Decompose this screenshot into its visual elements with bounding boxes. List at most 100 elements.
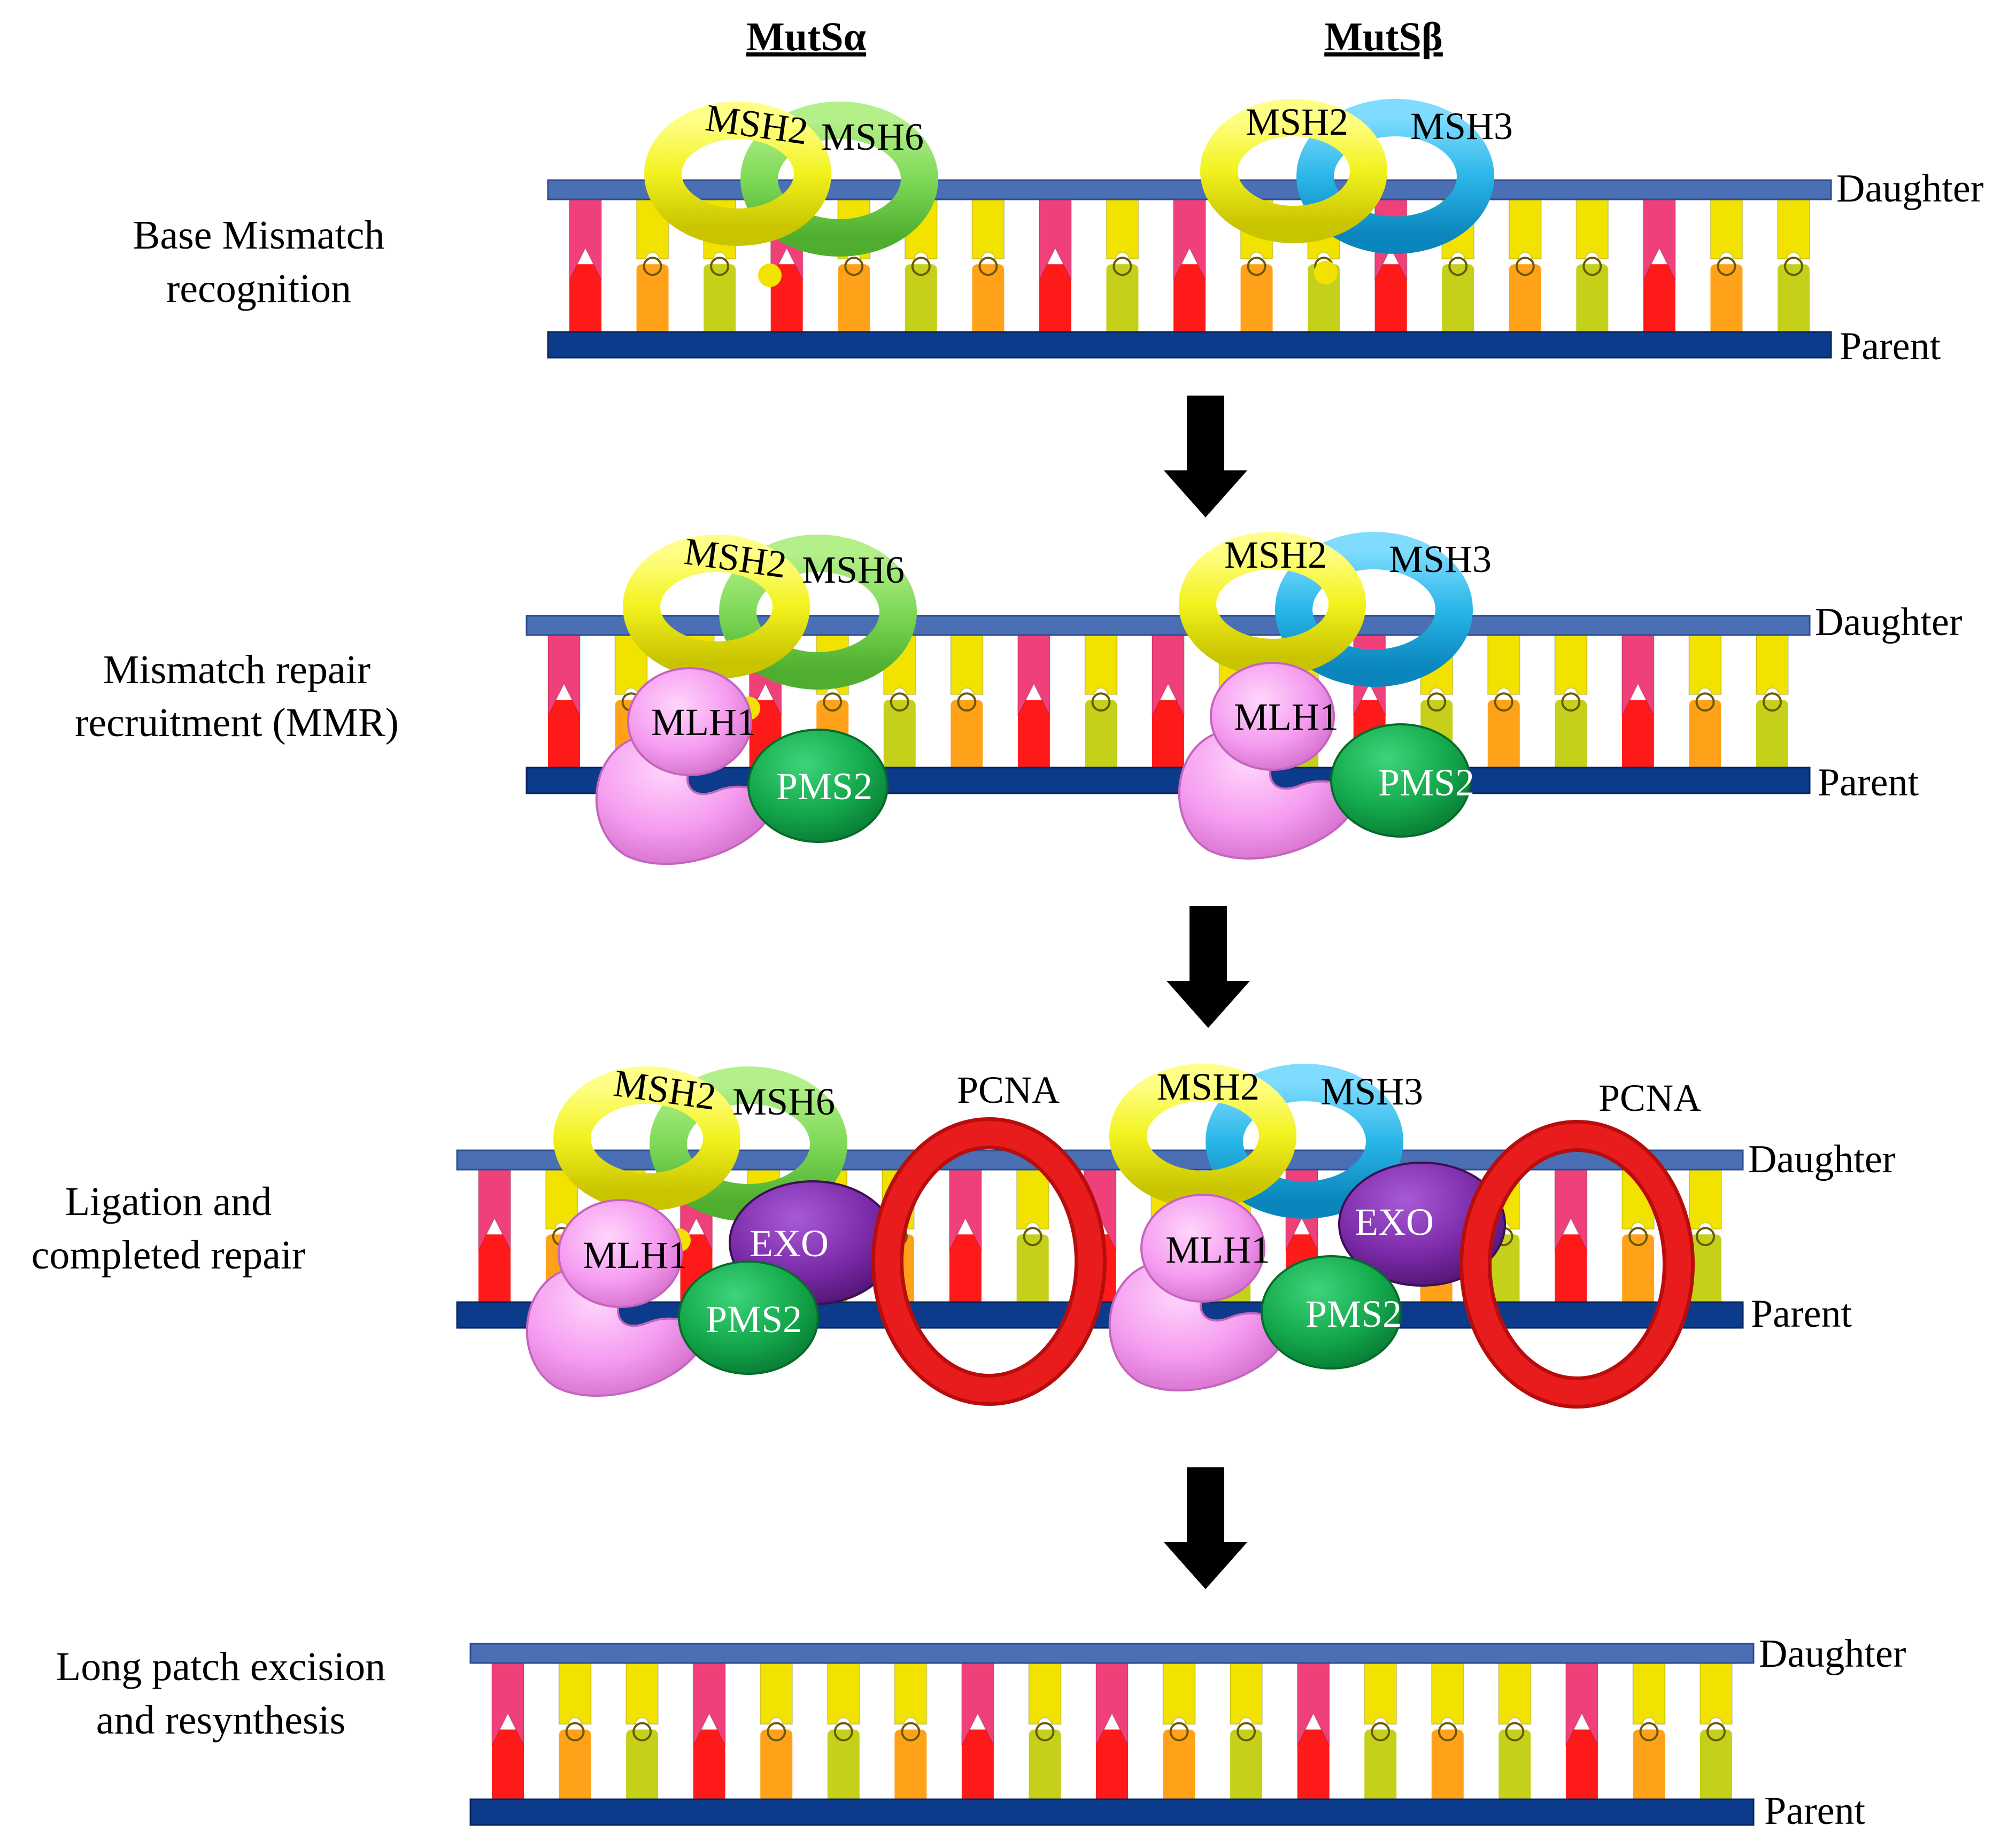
msh6-label: MSH6 [821,115,924,158]
parent-strand [547,331,1832,359]
base [1688,625,1722,695]
base-pair [1152,700,1184,780]
base-pair [905,264,937,345]
base-joint [767,1722,786,1742]
base-pair [1622,1234,1655,1315]
base-pair [827,1729,860,1812]
msh6-label: MSH6 [802,548,905,591]
mutS-complex [644,102,938,287]
base-joint [1515,257,1535,276]
pms2-body [1261,1255,1402,1370]
base [1554,625,1588,695]
msh3-subunit [1206,1064,1403,1219]
base-pair [1029,1729,1061,1812]
stage-2-label-line2: recruitment (MMR) [75,700,399,745]
base-joint [1639,1722,1659,1742]
base-joint [911,257,931,276]
base-pair [1308,264,1340,345]
base-pair [1633,1729,1665,1812]
base-joint [833,1722,853,1742]
base-joint [565,1722,585,1742]
base-pair [972,264,1005,345]
mlh1-head [1210,662,1335,771]
parent-label-2: Parent [1818,761,1919,805]
base [1508,189,1542,260]
base [950,625,984,695]
msh3-subunit [1275,532,1473,687]
base [1084,625,1118,695]
pcna-ring-body [875,1121,1103,1402]
base-pair [1565,1729,1598,1812]
mlh1-label: MLH1 [1234,695,1339,738]
base-pair [1085,700,1117,780]
base-joint [978,257,998,276]
base-joint [632,1722,652,1742]
base-joint [1582,257,1602,276]
base-pair [760,1729,793,1812]
base-pair [1230,1729,1263,1812]
msh2-label: MSH2 [1246,100,1348,143]
base-pair [1017,700,1050,780]
base-joint [1494,692,1513,712]
base [1498,1653,1532,1725]
msh3-label: MSH3 [1320,1070,1423,1113]
msh2-label: MSH2 [682,530,789,586]
base-pair [1621,700,1654,780]
base-joint [1695,692,1715,712]
base [1689,1159,1722,1230]
msh2-subunit [623,535,810,679]
base-joint [1628,1227,1648,1247]
pms2-label: PMS2 [776,765,872,808]
base [1431,1653,1464,1725]
base-pair [1297,1729,1330,1812]
mlh1-label: MLH1 [651,701,756,744]
base-pair [1487,700,1520,780]
mutL-complex [595,667,889,865]
msh2-subunit [553,1066,740,1211]
base-joint [1035,1722,1055,1742]
base-joint [1371,1722,1391,1742]
msh-knob [1314,261,1338,284]
base [1756,625,1789,695]
down-arrow-icon [1164,396,1247,517]
msh2-subunit [1200,99,1387,243]
mutsalpha-header: MutSα [746,14,866,59]
base-joint [1247,257,1266,276]
base-pair [1163,1729,1195,1812]
base-joint [901,1722,921,1742]
stage-3-label-line2: completed repair [32,1233,306,1278]
base-pair [1778,264,1810,345]
msh3-subunit [1296,99,1494,254]
base [1575,189,1609,260]
base-pair [1576,264,1609,345]
exo-label: EXO [1355,1201,1434,1243]
base-joint [1169,1722,1189,1742]
base-joint [890,692,909,712]
msh2-label: MSH2 [703,96,810,153]
mlh1-head [558,1199,683,1308]
base-joint [1717,257,1736,276]
base-pair [559,1729,591,1812]
stage-2-label-line1: Mismatch repair [103,647,370,692]
base [971,189,1005,260]
msh3-label: MSH3 [1410,105,1513,148]
base-pair [1173,264,1206,345]
dna-helix-1 [547,179,1832,359]
base-joint [1706,1722,1726,1742]
pms2-body [747,729,889,843]
daughter-label-4: Daughter [1759,1632,1906,1676]
daughter-strand [526,615,1811,636]
base-pair [1374,264,1407,345]
msh2-label: MSH2 [611,1062,719,1118]
base-pair [951,700,983,780]
base-joint [1763,692,1782,712]
base-pair [1509,264,1541,345]
base-pair [1096,1729,1128,1812]
base-joint [823,692,843,712]
base-pair [1039,264,1071,345]
mlh1-head [627,667,752,776]
stage-4-label-line2: and resynthesis [96,1698,345,1743]
base-pair [883,700,916,780]
pcna-ring [1459,1120,1695,1409]
base-joint [710,257,730,276]
